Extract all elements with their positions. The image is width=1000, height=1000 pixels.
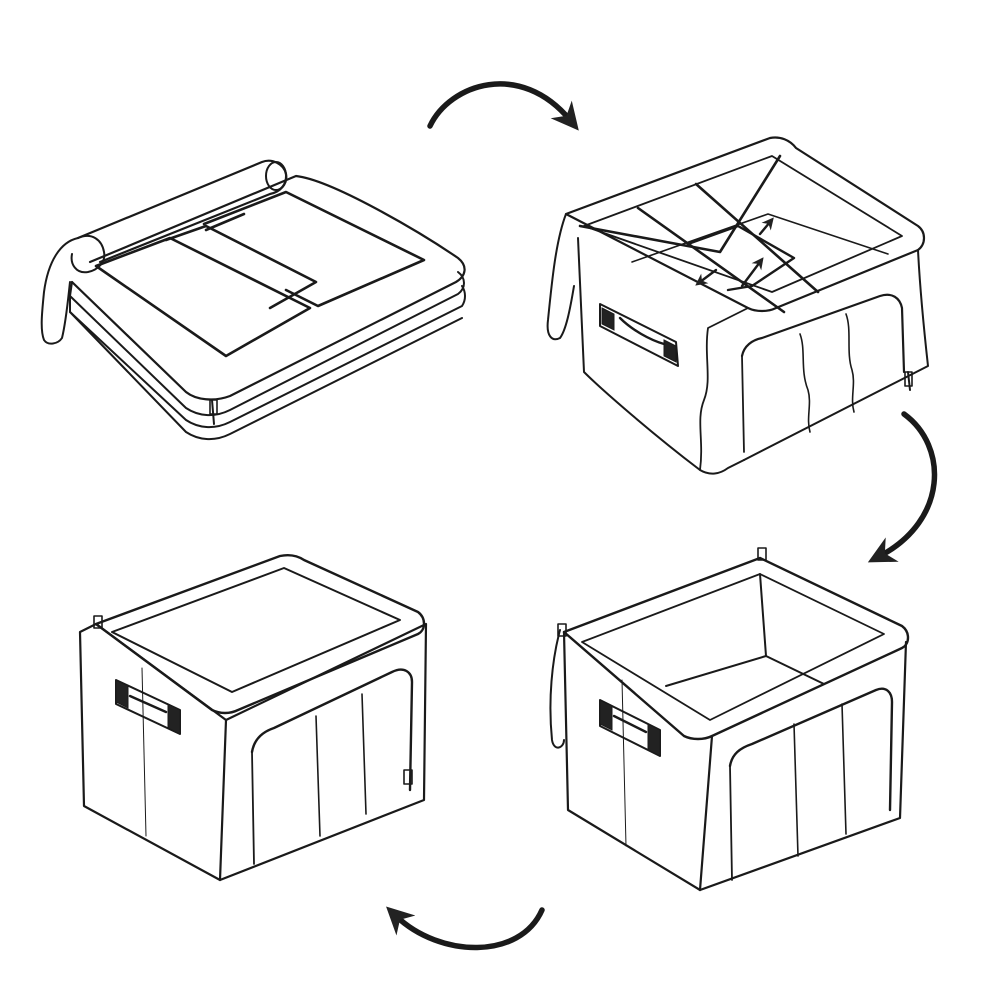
arrow-1-curved bbox=[427, 81, 579, 131]
step-1-folded-box bbox=[40, 159, 466, 440]
step-4-closed-box bbox=[78, 554, 428, 882]
step-3-open-box bbox=[549, 547, 910, 892]
step-2-unfolding-box bbox=[546, 136, 929, 475]
arrow-3-curved bbox=[386, 906, 545, 951]
arrow-2-curved bbox=[867, 411, 938, 563]
